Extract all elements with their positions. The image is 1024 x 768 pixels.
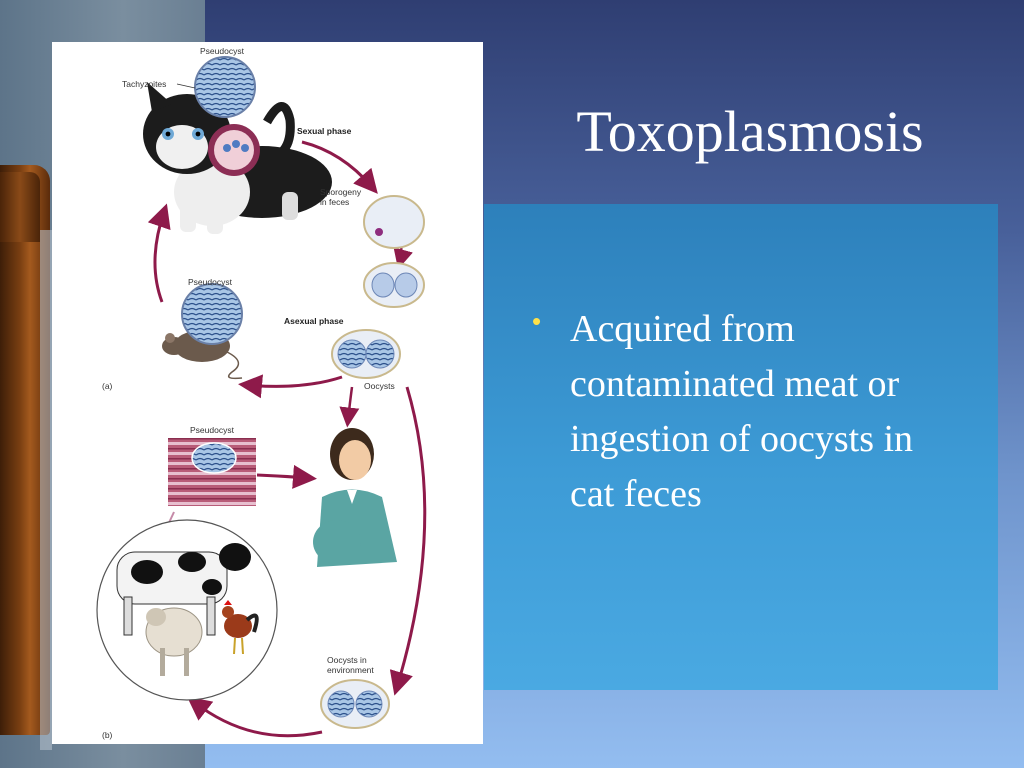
life-cycle-figure: Pseudocyst Tachyzoites Sexual phase Spor… (52, 42, 483, 744)
oocyst-icon (363, 195, 425, 249)
cycle-arrow-icon (301, 140, 378, 194)
label-pseudocyst-mouse: Pseudocyst (188, 277, 232, 287)
label-oocysts-environment-1: Oocysts in (327, 655, 367, 665)
sheep-icon (145, 607, 203, 676)
label-sporogeny: Sporogeny (320, 187, 362, 197)
label-pseudocyst-top: Pseudocyst (200, 46, 244, 56)
label-asexual-phase: Asexual phase (284, 316, 344, 326)
bottle-neck-image (0, 172, 40, 242)
bullet-text: Acquired from contaminated meat or inges… (570, 308, 914, 515)
slide-title: Toxoplasmosis (576, 99, 924, 164)
cow-icon (116, 543, 251, 636)
label-tachyzoites: Tachyzoites (122, 79, 167, 89)
label-pseudocyst-tissue: Pseudocyst (190, 425, 234, 435)
bullet-list: • Acquired from contaminated meat or ing… (532, 302, 952, 522)
rooster-icon (222, 600, 259, 655)
glass-bottle-image (40, 230, 52, 750)
content-box: • Acquired from contaminated meat or ing… (484, 204, 998, 690)
life-cycle-diagram (96, 56, 427, 738)
label-panel-b: (b) (102, 730, 113, 740)
cat-icon (143, 80, 332, 234)
label-panel-a: (a) (102, 381, 113, 391)
pregnant-woman-icon (313, 428, 397, 567)
cyst-icon (194, 56, 256, 118)
label-oocysts: Oocysts (364, 381, 395, 391)
bullet-item: • Acquired from contaminated meat or ing… (532, 302, 952, 522)
label-in-feces: in feces (320, 197, 350, 207)
bullet-dot-icon: • (532, 306, 542, 336)
label-oocysts-environment-2: environment (327, 665, 374, 675)
label-sexual-phase: Sexual phase (297, 126, 352, 136)
